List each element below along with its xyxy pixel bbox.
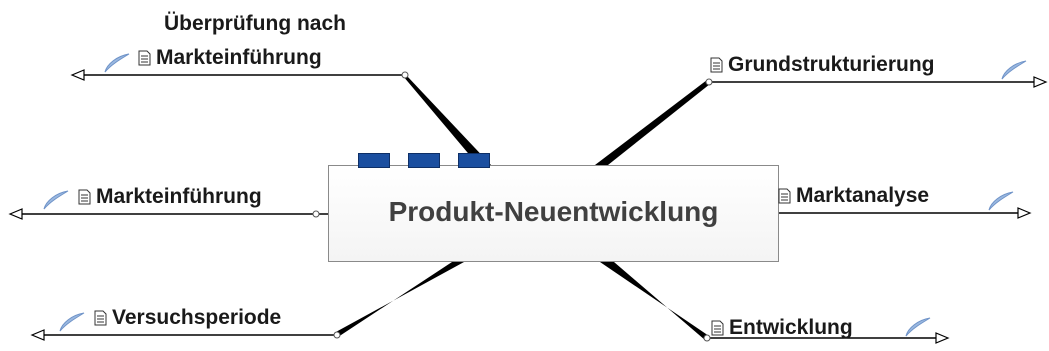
branch-entwicklung[interactable]: Entwicklung	[711, 316, 853, 340]
document-icon	[138, 50, 151, 66]
branch-ueberpruefung-line1[interactable]: Überprüfung nach	[164, 12, 346, 35]
branch-versuchsperiode-label: Versuchsperiode	[112, 306, 282, 329]
connector-grundstrukturierung	[595, 80, 710, 165]
hyperlink-icon[interactable]	[1001, 60, 1027, 80]
topic-tab[interactable]	[358, 153, 390, 168]
arrowhead-icon	[8, 208, 23, 220]
branch-markteinfuehrung[interactable]: Markteinführung	[78, 185, 262, 209]
branch-ueberpruefung[interactable]: Markteinführung	[138, 46, 322, 70]
branch-marktanalyse[interactable]: Marktanalyse	[778, 184, 929, 208]
junction-dot	[705, 78, 713, 86]
hyperlink-icon[interactable]	[988, 191, 1014, 211]
arrowhead-icon	[1017, 207, 1032, 219]
branch-markteinfuehrung-label: Markteinführung	[96, 185, 262, 208]
arrowhead-icon	[30, 329, 45, 341]
branch-marktanalyse-label: Marktanalyse	[796, 184, 930, 207]
arrowhead-icon	[1033, 76, 1048, 88]
hyperlink-icon[interactable]	[59, 312, 85, 332]
branch-ueberpruefung-line2: Markteinführung	[156, 46, 322, 69]
junction-dot	[333, 331, 341, 339]
junction-dot	[703, 334, 711, 342]
document-icon	[778, 188, 791, 204]
topic-tab[interactable]	[408, 153, 440, 168]
central-topic-title: Produkt-Neuentwicklung	[388, 196, 719, 227]
central-topic[interactable]: Produkt-Neuentwicklung	[328, 165, 779, 262]
document-icon	[711, 320, 724, 336]
connector-entwicklung	[600, 262, 709, 340]
branch-entwicklung-label: Entwicklung	[729, 316, 853, 339]
branch-grundstrukturierung-label: Grundstrukturierung	[728, 53, 935, 76]
connector-ueberpruefung	[403, 76, 491, 165]
junction-dot	[401, 71, 409, 79]
document-icon	[94, 310, 107, 326]
document-icon	[78, 189, 91, 205]
topic-tab[interactable]	[458, 153, 490, 168]
branch-grundstrukturierung[interactable]: Grundstrukturierung	[710, 53, 935, 77]
connector-versuchsperiode	[334, 262, 464, 337]
arrowhead-icon	[70, 69, 85, 81]
hyperlink-icon[interactable]	[905, 317, 931, 337]
hyperlink-icon[interactable]	[104, 53, 130, 73]
arrowhead-icon	[935, 332, 950, 344]
document-icon	[710, 57, 723, 73]
branch-versuchsperiode[interactable]: Versuchsperiode	[94, 306, 281, 330]
junction-dot	[312, 210, 320, 218]
hyperlink-icon[interactable]	[43, 190, 69, 210]
